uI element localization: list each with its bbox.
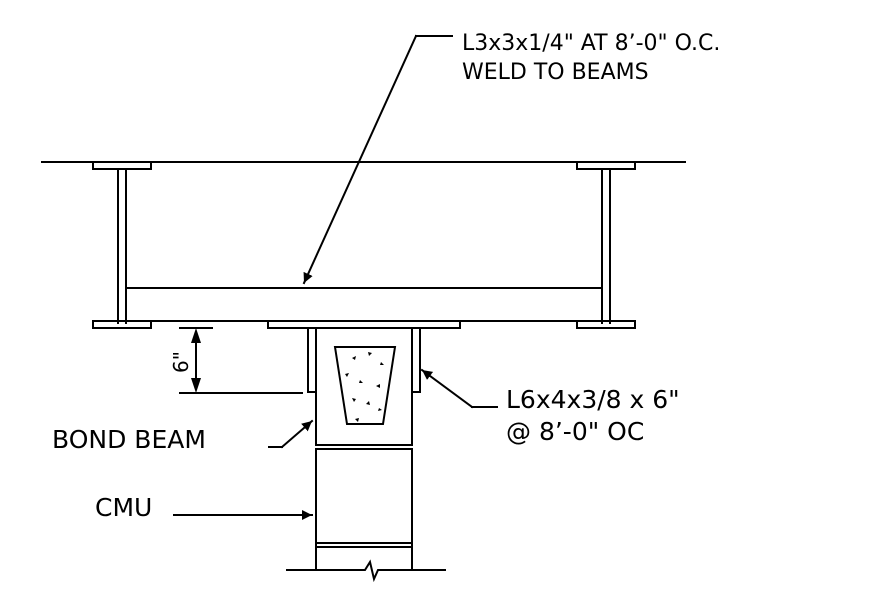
bearing-plate <box>267 320 461 329</box>
leader-bottom-angle <box>420 368 498 409</box>
dimension-6in: 6" <box>169 327 303 394</box>
note-bottom-angle-line1: L6x4x3/8 x 6" <box>506 385 680 414</box>
right-beam-bottom-flange <box>576 320 636 329</box>
l3x3-angle <box>125 287 603 322</box>
left-beam-web <box>117 168 127 324</box>
left-beam-bottom-flange <box>92 320 152 329</box>
bond-beam-block <box>315 327 413 446</box>
leader-top-angle <box>302 34 453 285</box>
left-beam-top-flange <box>92 161 152 170</box>
note-bottom-angle-line2: @ 8’-0" OC <box>506 417 644 446</box>
l6x4-angle-left <box>307 327 317 393</box>
note-bond-beam: BOND BEAM <box>52 425 206 454</box>
note-top-angle-line2: WELD TO BEAMS <box>462 60 649 85</box>
break-line <box>286 559 446 583</box>
right-beam-top-flange <box>576 161 636 170</box>
leader-bond-beam <box>268 419 314 449</box>
note-top-angle-line1: L3x3x1/4" AT 8’-0" O.C. <box>462 31 720 56</box>
note-cmu: CMU <box>95 493 152 522</box>
dimension-label: 6" <box>169 351 193 373</box>
right-beam-web <box>601 168 611 324</box>
cmu-block <box>315 448 413 571</box>
l6x4-angle-right <box>411 327 421 393</box>
